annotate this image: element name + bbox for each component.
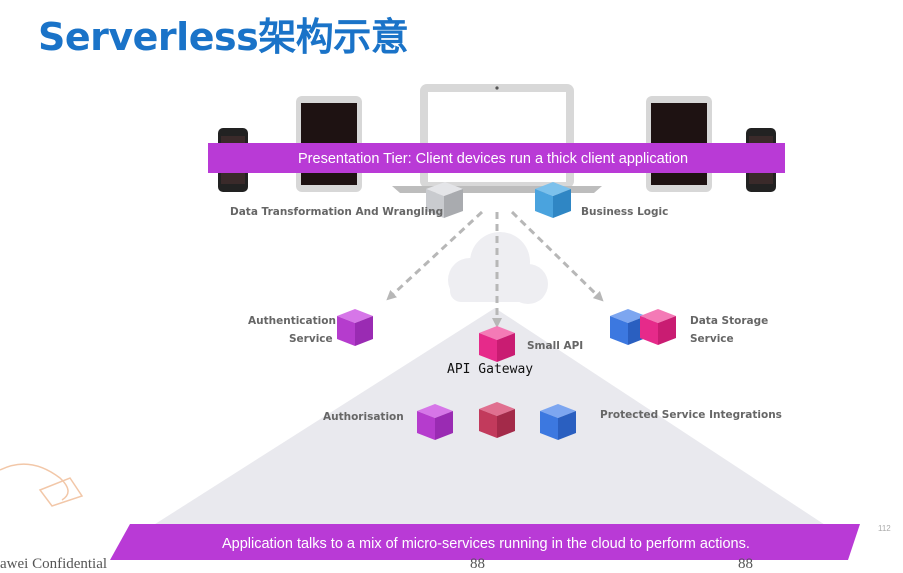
label-data-storage-line1: Data Storage	[690, 315, 769, 327]
label-authorisation: Authorisation	[323, 411, 404, 423]
label-small-api: Small API	[527, 340, 584, 352]
laptop-device	[392, 84, 602, 193]
data-storage-magenta-cube-icon	[640, 309, 676, 345]
slide-title: Serverless架构示意	[38, 15, 409, 59]
authorisation-cube-icon	[417, 404, 453, 440]
label-authentication-line2: Service	[289, 333, 333, 345]
arrow-to-authentication	[386, 210, 484, 301]
application-band	[110, 524, 860, 560]
blue-cube-icon	[535, 182, 571, 218]
small-api-cube-icon	[479, 326, 515, 362]
label-api-gateway: API Gateway	[447, 362, 534, 377]
presentation-tier-text: Presentation Tier: Client devices run a …	[298, 151, 689, 167]
footer-page-right: 88	[738, 556, 753, 572]
authentication-cube-icon	[337, 309, 373, 346]
slide-number: 112	[878, 524, 891, 533]
gray-cube-icon	[426, 182, 463, 218]
presentation-tier-band	[208, 143, 785, 173]
label-data-storage-line2: Service	[690, 333, 734, 345]
application-band-text: Application talks to a mix of micro-serv…	[222, 536, 750, 552]
protected-integration-cube-icon	[540, 404, 576, 440]
footer-confidential: awei Confidential	[0, 556, 108, 572]
label-authentication-line1: Authentication	[248, 315, 336, 327]
crimson-cube-icon	[479, 402, 515, 438]
arrow-to-data-storage	[510, 210, 604, 302]
watermark-logo	[0, 463, 84, 507]
cloud-icon	[448, 232, 548, 304]
label-business-logic: Business Logic	[581, 206, 669, 218]
label-protected-integrations: Protected Service Integrations	[600, 409, 782, 421]
label-data-transformation: Data Transformation And Wrangling	[230, 206, 444, 218]
footer-page-left: 88	[470, 556, 485, 572]
